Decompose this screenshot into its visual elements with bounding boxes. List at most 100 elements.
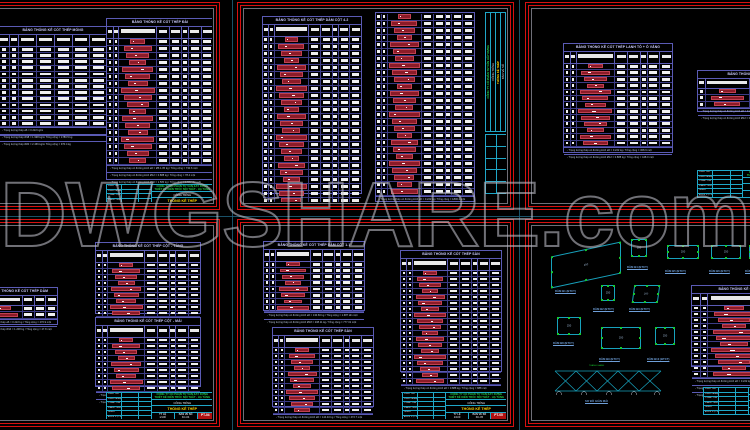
field-value-2[interactable] xyxy=(729,184,743,188)
grid-cell[interactable] xyxy=(495,146,506,158)
field-value-2[interactable] xyxy=(729,180,743,184)
table-row[interactable] xyxy=(263,198,361,202)
table-row[interactable] xyxy=(401,289,501,295)
field-value[interactable] xyxy=(121,189,138,193)
field-value-2[interactable] xyxy=(734,410,748,414)
field-value-2[interactable] xyxy=(137,393,151,397)
table-row[interactable] xyxy=(692,324,750,330)
field-value-2[interactable] xyxy=(137,194,151,198)
stamp-grid[interactable] xyxy=(485,134,506,194)
field-value-2[interactable] xyxy=(137,185,151,189)
table-row[interactable] xyxy=(96,344,200,350)
table-row[interactable] xyxy=(692,306,750,312)
table-row[interactable] xyxy=(263,107,361,114)
table-row[interactable] xyxy=(401,295,501,301)
field-value-2[interactable] xyxy=(734,397,748,401)
table-row[interactable] xyxy=(564,64,672,71)
table-row[interactable] xyxy=(107,74,212,81)
table-row[interactable] xyxy=(401,313,501,319)
table-row[interactable] xyxy=(0,90,107,97)
table-row[interactable] xyxy=(263,156,361,163)
table-row[interactable] xyxy=(263,44,361,51)
table-row[interactable] xyxy=(0,65,107,72)
field-value-2[interactable] xyxy=(137,402,151,406)
field-value-2[interactable] xyxy=(433,393,445,397)
drawing-sheet-5[interactable]: BẢNG THỐNG KÊ CỐT THÉP DẦM CỘT 1.1 - Trọ… xyxy=(237,219,514,427)
table-row[interactable] xyxy=(107,144,212,151)
table-row[interactable] xyxy=(401,271,501,277)
table-row[interactable] xyxy=(0,84,107,91)
table-row[interactable] xyxy=(107,109,212,116)
field-value[interactable] xyxy=(718,392,735,396)
table-row[interactable] xyxy=(376,21,474,28)
field-value[interactable] xyxy=(121,393,138,397)
title-block[interactable]: CHỦ TRÌ CHỦ NHIỆM ĐA THIẾT KẾ KIỂM TRA N… xyxy=(402,392,506,419)
table-row[interactable] xyxy=(376,182,474,189)
table-row[interactable] xyxy=(692,366,750,372)
table-row[interactable] xyxy=(273,384,373,390)
rebar-schedule-table[interactable]: - Trọng lượng thép có đường kính ø6 = 0.… xyxy=(375,12,475,202)
field-value[interactable] xyxy=(416,415,433,419)
table-row[interactable] xyxy=(263,65,361,72)
table-row[interactable] xyxy=(264,262,364,269)
grid-cell[interactable] xyxy=(495,170,506,182)
table-row[interactable] xyxy=(263,114,361,121)
table-row[interactable] xyxy=(107,102,212,109)
drawing-sheet-1[interactable]: BẢNG THỐNG KÊ CỐT THÉP MÓNG - Trọng lượn… xyxy=(0,2,220,210)
table-row[interactable] xyxy=(107,151,212,158)
field-value-2[interactable] xyxy=(137,406,151,410)
table-row[interactable] xyxy=(564,95,672,103)
table-row[interactable] xyxy=(107,95,212,102)
table-row[interactable] xyxy=(263,142,361,149)
table-row[interactable] xyxy=(263,121,361,128)
rebar-schedule-table[interactable]: BẢNG THỐNG KÊ CỐT THÉP SÀN - Trọng lượng… xyxy=(400,250,502,397)
field-value[interactable] xyxy=(121,406,138,410)
rebar-schedule-table[interactable]: BẢNG THỐNG KÊ CỐT THÉP MÓNG - Trọng lượn… xyxy=(0,26,108,146)
grid-cell[interactable] xyxy=(495,158,506,170)
beam-section-shape[interactable]: 250 xyxy=(557,317,581,335)
rebar-schedule-table[interactable]: BẢNG THỐNG KÊ CỐT THÉP DẦM - Trọng lượng… xyxy=(0,287,58,331)
drawing-sheet-2[interactable]: BẢNG THỐNG KÊ CỐT THÉP DẦM CỘT 4.2 - Trọ… xyxy=(237,2,514,210)
rebar-schedule-table[interactable]: BẢNG THỐNG KÊ CỐT THÉP LANH TÔ + Ô VĂNG … xyxy=(563,43,673,159)
field-value[interactable] xyxy=(121,397,138,401)
table-row[interactable] xyxy=(107,46,212,53)
table-row[interactable] xyxy=(96,368,200,374)
field-value-2[interactable] xyxy=(137,415,151,419)
title-block[interactable]: CHỦ TRÌ CHỦ NHIỆM ĐA THIẾT KẾ KIỂM TRA N… xyxy=(697,170,750,198)
rebar-schedule-table[interactable]: BẢNG THỐNG KÊ CỐT THÉP - Trọng lượng thé… xyxy=(691,285,750,397)
field-value[interactable] xyxy=(121,415,138,419)
table-row[interactable] xyxy=(376,77,474,84)
table-row[interactable] xyxy=(564,121,672,128)
table-row[interactable] xyxy=(273,366,373,372)
field-value-2[interactable] xyxy=(729,193,743,197)
table-row[interactable] xyxy=(564,134,672,141)
beam-section-shape[interactable]: 200 xyxy=(631,285,661,303)
field-value-2[interactable] xyxy=(433,406,445,410)
table-row[interactable] xyxy=(96,380,200,386)
table-row[interactable] xyxy=(263,163,361,170)
table-row[interactable] xyxy=(0,306,57,313)
table-row[interactable] xyxy=(376,133,474,140)
table-row[interactable] xyxy=(401,277,501,283)
field-value[interactable] xyxy=(416,397,433,401)
table-row[interactable] xyxy=(107,60,212,67)
field-value[interactable] xyxy=(416,393,433,397)
table-row[interactable] xyxy=(263,79,361,86)
table-row[interactable] xyxy=(273,402,373,408)
table-row[interactable] xyxy=(564,102,672,109)
table-row[interactable] xyxy=(401,349,501,355)
table-row[interactable] xyxy=(96,281,200,287)
field-value-2[interactable] xyxy=(137,189,151,193)
title-block[interactable]: CHỦ TRÌ CHỦ NHIỆM ĐA THIẾT KẾ KIỂM TRA N… xyxy=(106,392,212,419)
beam-section-shape[interactable]: 250 xyxy=(655,327,675,345)
table-row[interactable] xyxy=(107,158,212,165)
beam-section-shape[interactable]: 250 xyxy=(711,245,741,259)
table-row[interactable] xyxy=(692,312,750,318)
drawing-sheet-4[interactable]: BẢNG THỐNG KÊ CỐT THÉP DẦM - Trọng lượng… xyxy=(0,219,220,427)
beam-section-shape[interactable]: 200 xyxy=(601,327,641,349)
table-row[interactable] xyxy=(401,337,501,343)
title-block[interactable]: CHỦ TRÌ CHỦ NHIỆM ĐA THIẾT KẾ KIỂM TRA N… xyxy=(106,184,212,202)
table-row[interactable] xyxy=(401,379,501,385)
table-row[interactable] xyxy=(0,77,107,85)
